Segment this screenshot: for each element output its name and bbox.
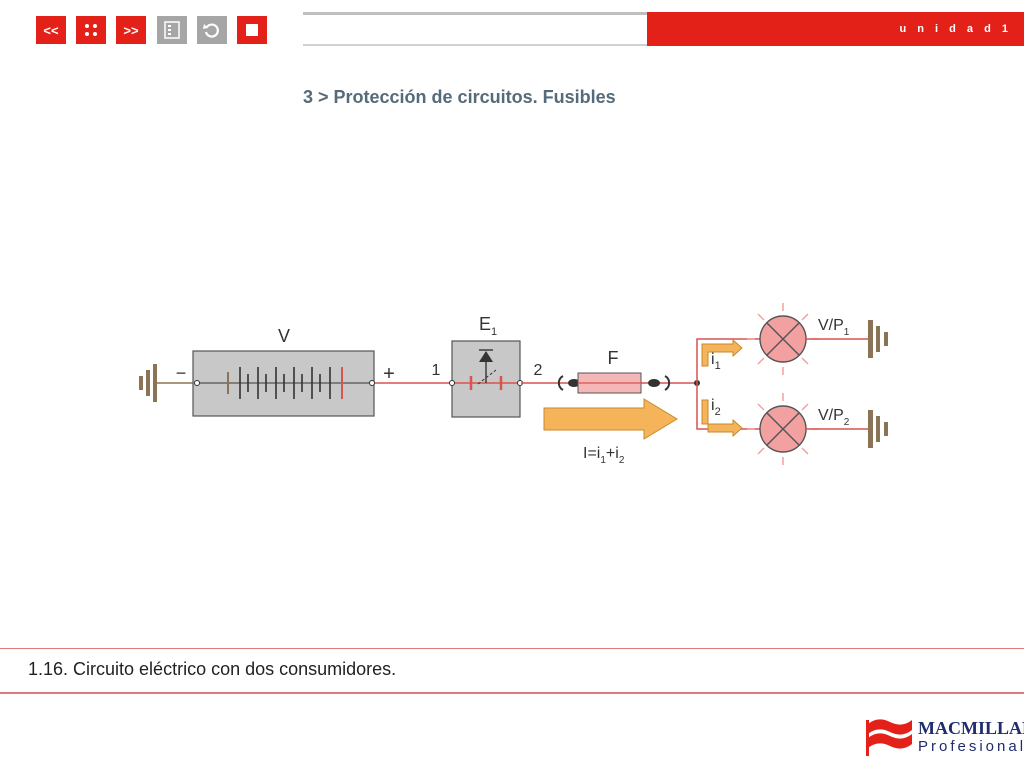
next-button[interactable]: >> [116,16,146,44]
stop-icon [246,24,258,36]
index-button[interactable] [157,16,187,44]
previous-label: << [43,22,59,38]
battery-label: V [278,326,290,346]
ground-left-icon [139,364,157,402]
section-title: 3 > Protección de circuitos. Fusibles [303,87,616,107]
switch-terminal-1 [449,380,455,386]
current-label: I=i [583,445,600,462]
caption-box: 1.16. Circuito eléctrico con dos consumi… [0,648,1024,694]
node1-label: 1 [432,362,441,379]
figure-caption: 1.16. Circuito eléctrico con dos consumi… [28,659,397,679]
previous-button[interactable]: << [36,16,66,44]
plus-label: + [383,363,395,385]
dice-icon [85,24,97,36]
battery-cells-icon [227,367,343,399]
battery-terminal-plus [369,380,375,386]
battery-terminal-minus [194,380,200,386]
ground-lamp2-icon [868,410,888,448]
total-current-label: I=i1+i2 [583,445,625,466]
stop-button[interactable] [237,16,267,44]
lamp2-label-group: V/P2 [818,407,850,428]
switch-label: E [479,314,491,334]
fuse-holder-right-icon [648,375,671,391]
unit-label: u n i d a d 1 [899,23,1012,35]
undo-icon [203,23,219,38]
node2-label: 2 [534,362,543,379]
branch2-current-label: i2 [711,397,721,418]
fuse-label: F [608,348,619,368]
logo-word-macmillan: MACMILLAN [918,718,1024,738]
next-label: >> [123,22,139,38]
back-button[interactable] [197,16,227,44]
fuse-holder-left-icon [557,375,580,391]
logo-word-profesional: Profesional [918,738,1024,755]
ground-lamp1-icon [868,320,888,358]
lamp1-label: V/P [818,317,844,334]
switch-sub: 1 [491,326,497,338]
lamp1-label-group: V/P1 [818,317,850,338]
branch2-arrow-icon [701,399,743,438]
minus-label: − [176,363,187,383]
branch1-arrow-icon [701,338,743,367]
unit-banner: u n i d a d 1 [647,12,1024,46]
lamp1-icon [747,303,819,375]
wire-branch-1 [696,338,761,383]
macmillan-flag-icon [866,719,912,756]
branch1-current-label: i1 [711,351,721,372]
switch-symbol-icon [452,349,520,390]
publisher-logo: MACMILLAN Profesional [862,712,1024,762]
current-arrow-icon [543,398,678,440]
header-divider [303,12,647,46]
index-icon [164,21,180,39]
lamp2-label: V/P [818,407,844,424]
dice-button[interactable] [76,16,106,44]
circuit-diagram: V − + 1 E1 2 F I=i1+i2 i1 [139,303,888,466]
switch-label-group: E1 [479,314,497,338]
